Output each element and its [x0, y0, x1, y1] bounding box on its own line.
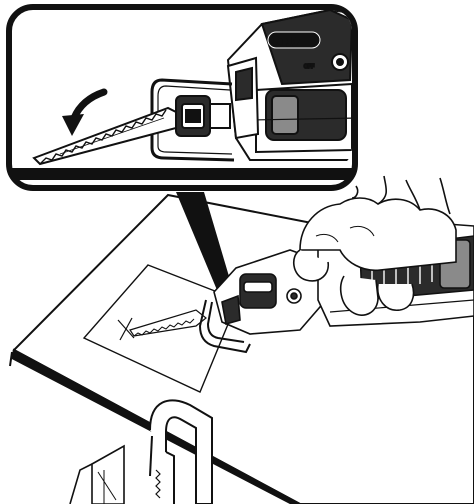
- main-scene: [10, 176, 474, 504]
- detail-inset: Ponyly OFF: [9, 7, 360, 188]
- c-clamp: [150, 400, 212, 504]
- brand-logo: Ponyly: [273, 36, 299, 46]
- off-marking: OFF: [304, 64, 314, 70]
- board-support: [70, 446, 124, 504]
